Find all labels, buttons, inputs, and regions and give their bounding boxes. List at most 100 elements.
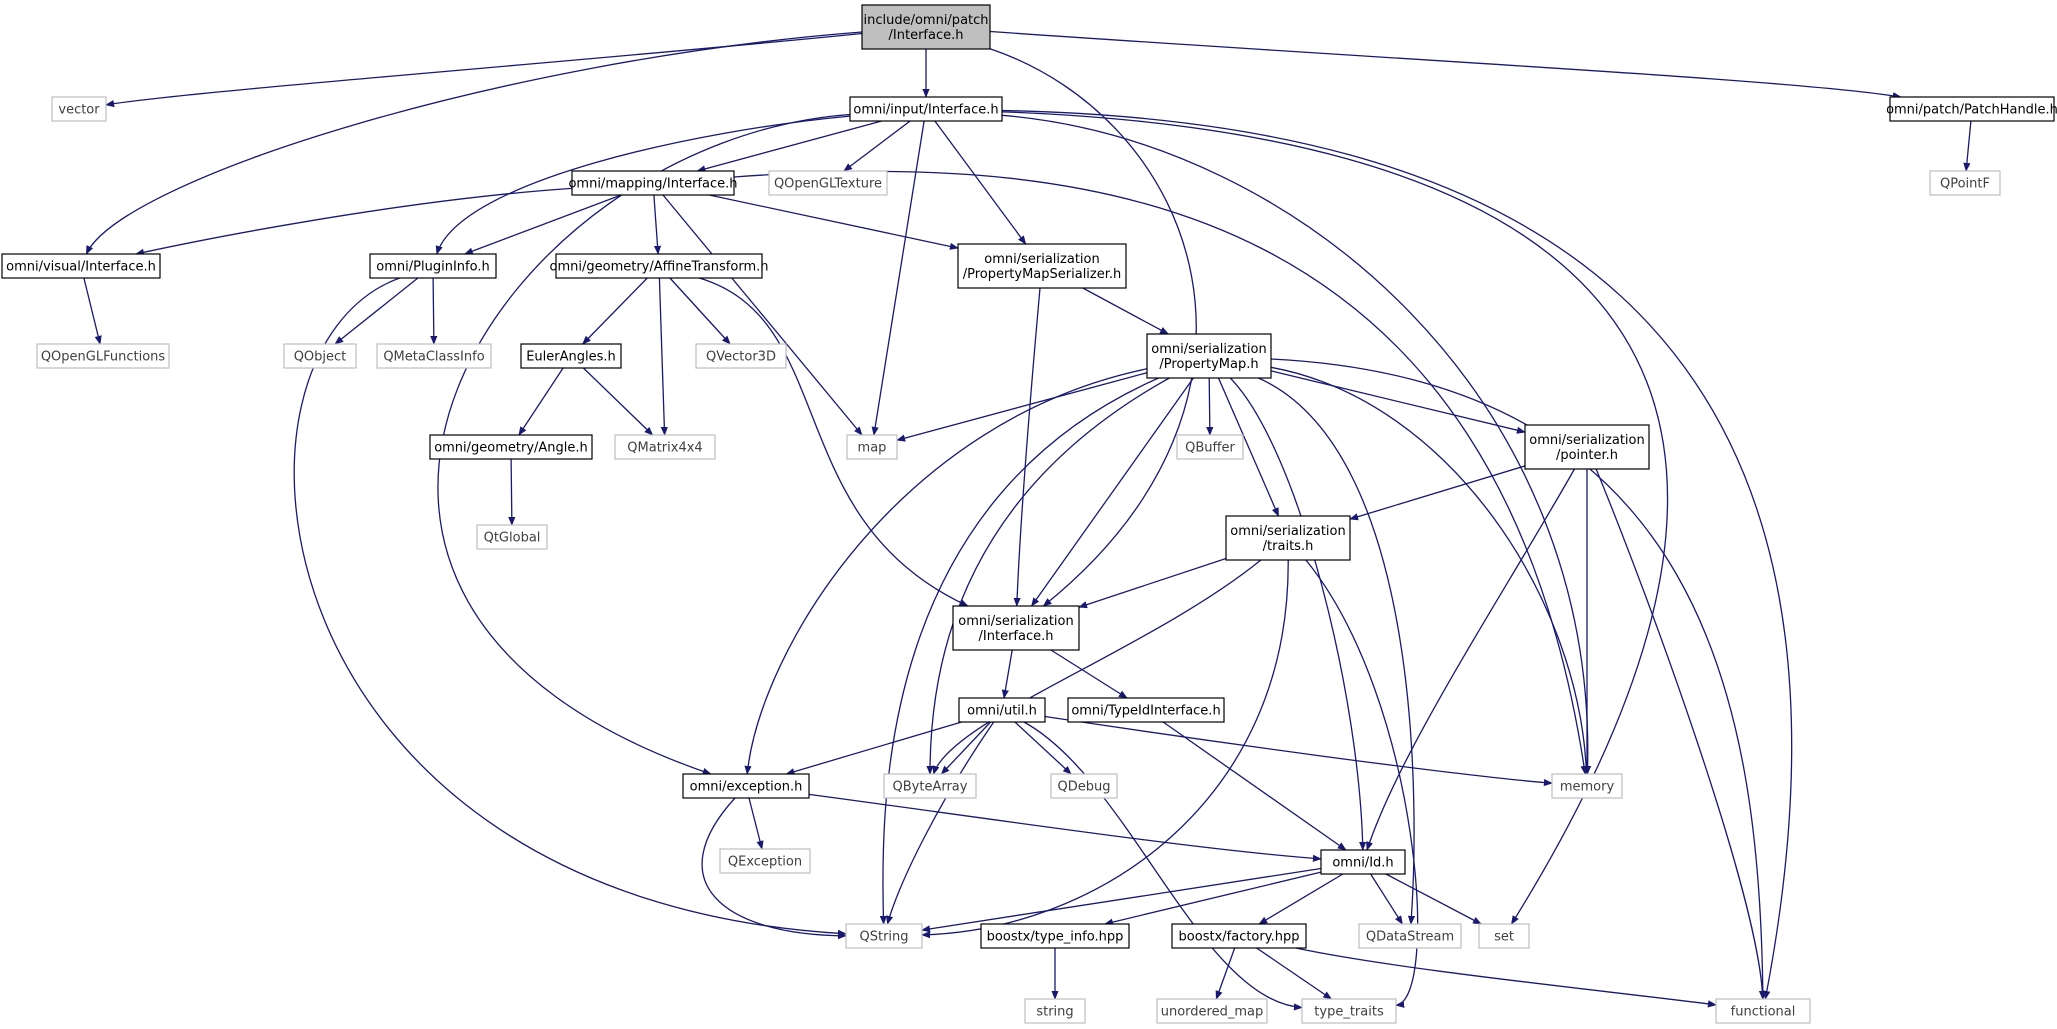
edge-patch_handle-to-qpointf: [1963, 120, 1972, 172]
edge-mapping_interface-to-memory: [733, 170, 1588, 775]
edge-pointer-to-functional: [1595, 468, 1767, 1000]
edge-ser_interface-to-typeidinterface: [1050, 649, 1128, 699]
node-qbuffer: QBuffer: [1176, 434, 1244, 460]
edge-eulerangles-to-qmatrix4x4: [582, 367, 654, 436]
node-propertymap[interactable]: omni/serialization/PropertyMap.h: [1146, 333, 1272, 379]
node-label: boostx/factory.hpp: [1179, 930, 1300, 945]
node-box: [1156, 998, 1268, 1024]
edge-exception-to-qstring: [701, 797, 847, 940]
edge-traits-to-ser_interface: [1078, 557, 1227, 609]
node-factory[interactable]: boostx/factory.hpp: [1171, 923, 1307, 949]
node-box: [429, 434, 593, 460]
node-label: omni/Id.h: [1332, 856, 1393, 871]
node-pms[interactable]: omni/serialization/PropertyMapSerializer…: [957, 243, 1127, 289]
edge-id-to-factory: [1258, 873, 1344, 925]
node-angle[interactable]: omni/geometry/Angle.h: [429, 434, 593, 460]
edge-util-to-qstring: [886, 721, 995, 925]
node-label: memory: [1560, 780, 1615, 795]
node-mapping-interface[interactable]: omni/mapping/Interface.h: [568, 170, 738, 196]
node-box: [846, 434, 898, 460]
node-qmetaclassinfo: QMetaClassInfo: [376, 343, 492, 369]
edge-mapping_interface-to-visual_interface: [135, 187, 573, 256]
edges-layer: [83, 30, 1972, 1011]
node-label: vector: [58, 103, 100, 118]
node-box: [283, 343, 357, 369]
edge-mapping_interface-to-affinetransform: [653, 194, 662, 255]
node-pointer[interactable]: omni/serialization/pointer.h: [1524, 424, 1650, 470]
edge-input_interface-to-memory: [1001, 114, 1592, 775]
node-box: [571, 170, 735, 196]
edge-visual_interface-to-qopenglfunctions: [83, 277, 102, 345]
node-qpointf: QPointF: [1929, 170, 2001, 196]
edge-root-to-vector: [105, 32, 863, 108]
edge-util-to-qdebug: [1014, 721, 1072, 775]
node-affinetransform[interactable]: omni/geometry/AffineTransform.h: [550, 253, 769, 279]
node-label: omni/util.h: [967, 704, 1037, 719]
node-box: [883, 773, 977, 799]
node-visual-interface[interactable]: omni/visual/Interface.h: [1, 253, 161, 279]
node-box: [845, 923, 923, 949]
node-label: /Interface.h: [889, 28, 964, 43]
edge-pointer-to-id: [1366, 468, 1576, 851]
node-ser-interface[interactable]: omni/serialization/Interface.h: [952, 605, 1080, 651]
node-box: [520, 343, 622, 369]
node-label: /PropertyMapSerializer.h: [963, 267, 1122, 282]
node-box: [1301, 998, 1397, 1024]
node-label: QPointF: [1940, 177, 1990, 192]
edge-mapping_interface-to-map: [662, 194, 863, 436]
node-label: include/omni/patch: [863, 13, 988, 28]
edge-propertymap-to-pointer: [1270, 370, 1526, 434]
node-patch-handle[interactable]: omni/patch/PatchHandle.h: [1886, 96, 2057, 122]
edge-pointer-to-traits: [1349, 465, 1526, 521]
node-plugininfo[interactable]: omni/PluginInfo.h: [369, 253, 497, 279]
node-eulerangles[interactable]: EulerAngles.h: [520, 343, 622, 369]
node-label: omni/TypeIdInterface.h: [1071, 704, 1220, 719]
node-label: QOpenGLTexture: [774, 177, 882, 192]
edge-pms-to-propertymap: [1082, 287, 1169, 335]
node-input-interface[interactable]: omni/input/Interface.h: [849, 96, 1003, 122]
node-box: [51, 96, 107, 122]
node-label: QOpenGLFunctions: [41, 350, 166, 365]
node-box: [1171, 923, 1307, 949]
node-set: set: [1478, 923, 1530, 949]
node-box: [1929, 170, 2001, 196]
node-label: QBuffer: [1185, 441, 1235, 456]
edge-exception-to-qexception: [748, 797, 764, 850]
node-traits[interactable]: omni/serialization/traits.h: [1225, 515, 1351, 561]
node-id[interactable]: omni/Id.h: [1320, 849, 1406, 875]
node-box: [1358, 923, 1462, 949]
node-label: QtGlobal: [484, 531, 541, 546]
node-box: [555, 253, 763, 279]
node-label: QDataStream: [1366, 930, 1454, 945]
node-label: omni/serialization: [1230, 524, 1345, 539]
node-root[interactable]: include/omni/patch/Interface.h: [861, 4, 991, 50]
edge-exception-to-id: [808, 793, 1322, 862]
node-vector: vector: [51, 96, 107, 122]
node-unordered-map: unordered_map: [1156, 998, 1268, 1024]
node-box: [958, 697, 1046, 723]
node-label: boostx/type_info.hpp: [987, 930, 1124, 945]
edge-input_interface-to-set: [1001, 111, 1668, 925]
edge-input_interface-to-mapping_interface: [696, 120, 882, 173]
node-box: [1050, 773, 1118, 799]
node-qvector3d: QVector3D: [695, 343, 787, 369]
node-typeidinterface[interactable]: omni/TypeIdInterface.h: [1067, 697, 1225, 723]
edge-pms-to-ser_interface: [1013, 287, 1041, 607]
node-label: QException: [728, 855, 802, 870]
node-box: [1067, 697, 1225, 723]
node-box: [682, 773, 810, 799]
node-label: QObject: [294, 350, 347, 365]
node-box: [1889, 96, 2055, 122]
edge-propertymap-to-exception: [744, 368, 1148, 775]
node-typeinfo[interactable]: boostx/type_info.hpp: [980, 923, 1130, 949]
node-util[interactable]: omni/util.h: [958, 697, 1046, 723]
node-qstring: QString: [845, 923, 923, 949]
node-box: [369, 253, 497, 279]
node-label: omni/serialization: [958, 614, 1073, 629]
node-exception[interactable]: omni/exception.h: [682, 773, 810, 799]
edge-plugininfo-to-qobject: [334, 277, 419, 345]
node-functional: functional: [1715, 998, 1811, 1024]
node-box: [1024, 998, 1086, 1024]
node-qdebug: QDebug: [1050, 773, 1118, 799]
node-box: [476, 524, 548, 550]
